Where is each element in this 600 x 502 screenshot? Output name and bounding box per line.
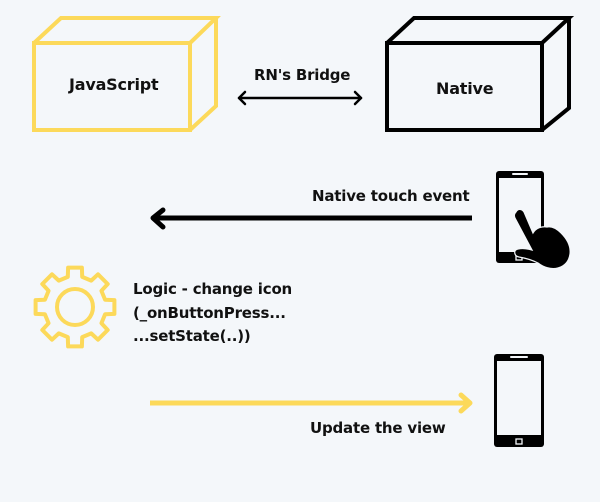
javascript-box-top: [32, 16, 221, 45]
smartphone-icon: [494, 354, 544, 447]
update-view-arrow: [150, 392, 473, 414]
logic-label-line3: ...setState(..)): [133, 327, 251, 345]
javascript-box-side: [188, 18, 218, 132]
logic-label-line1: Logic - change icon: [133, 280, 293, 298]
gear-icon: [33, 265, 117, 349]
native-box-top: [385, 16, 575, 45]
update-view-label: Update the view: [310, 419, 446, 437]
gear-outline: [33, 265, 117, 349]
native-box-side: [540, 18, 571, 132]
touch-event-label: Native touch event: [312, 187, 470, 205]
gear-hole: [55, 287, 95, 327]
javascript-box: [32, 16, 221, 132]
javascript-box-front: [32, 41, 192, 132]
native-box-label: Native: [436, 79, 494, 98]
touch-event-arrow: [150, 207, 472, 230]
native-box: [385, 16, 575, 132]
bridge-arrow: [237, 90, 363, 106]
bridge-label: RN's Bridge: [254, 66, 351, 84]
javascript-box-label: JavaScript: [69, 75, 159, 94]
smartphone-touch-icon: [496, 171, 571, 270]
logic-label-line2: (_onButtonPress...: [133, 304, 286, 322]
native-box-front: [385, 41, 544, 132]
